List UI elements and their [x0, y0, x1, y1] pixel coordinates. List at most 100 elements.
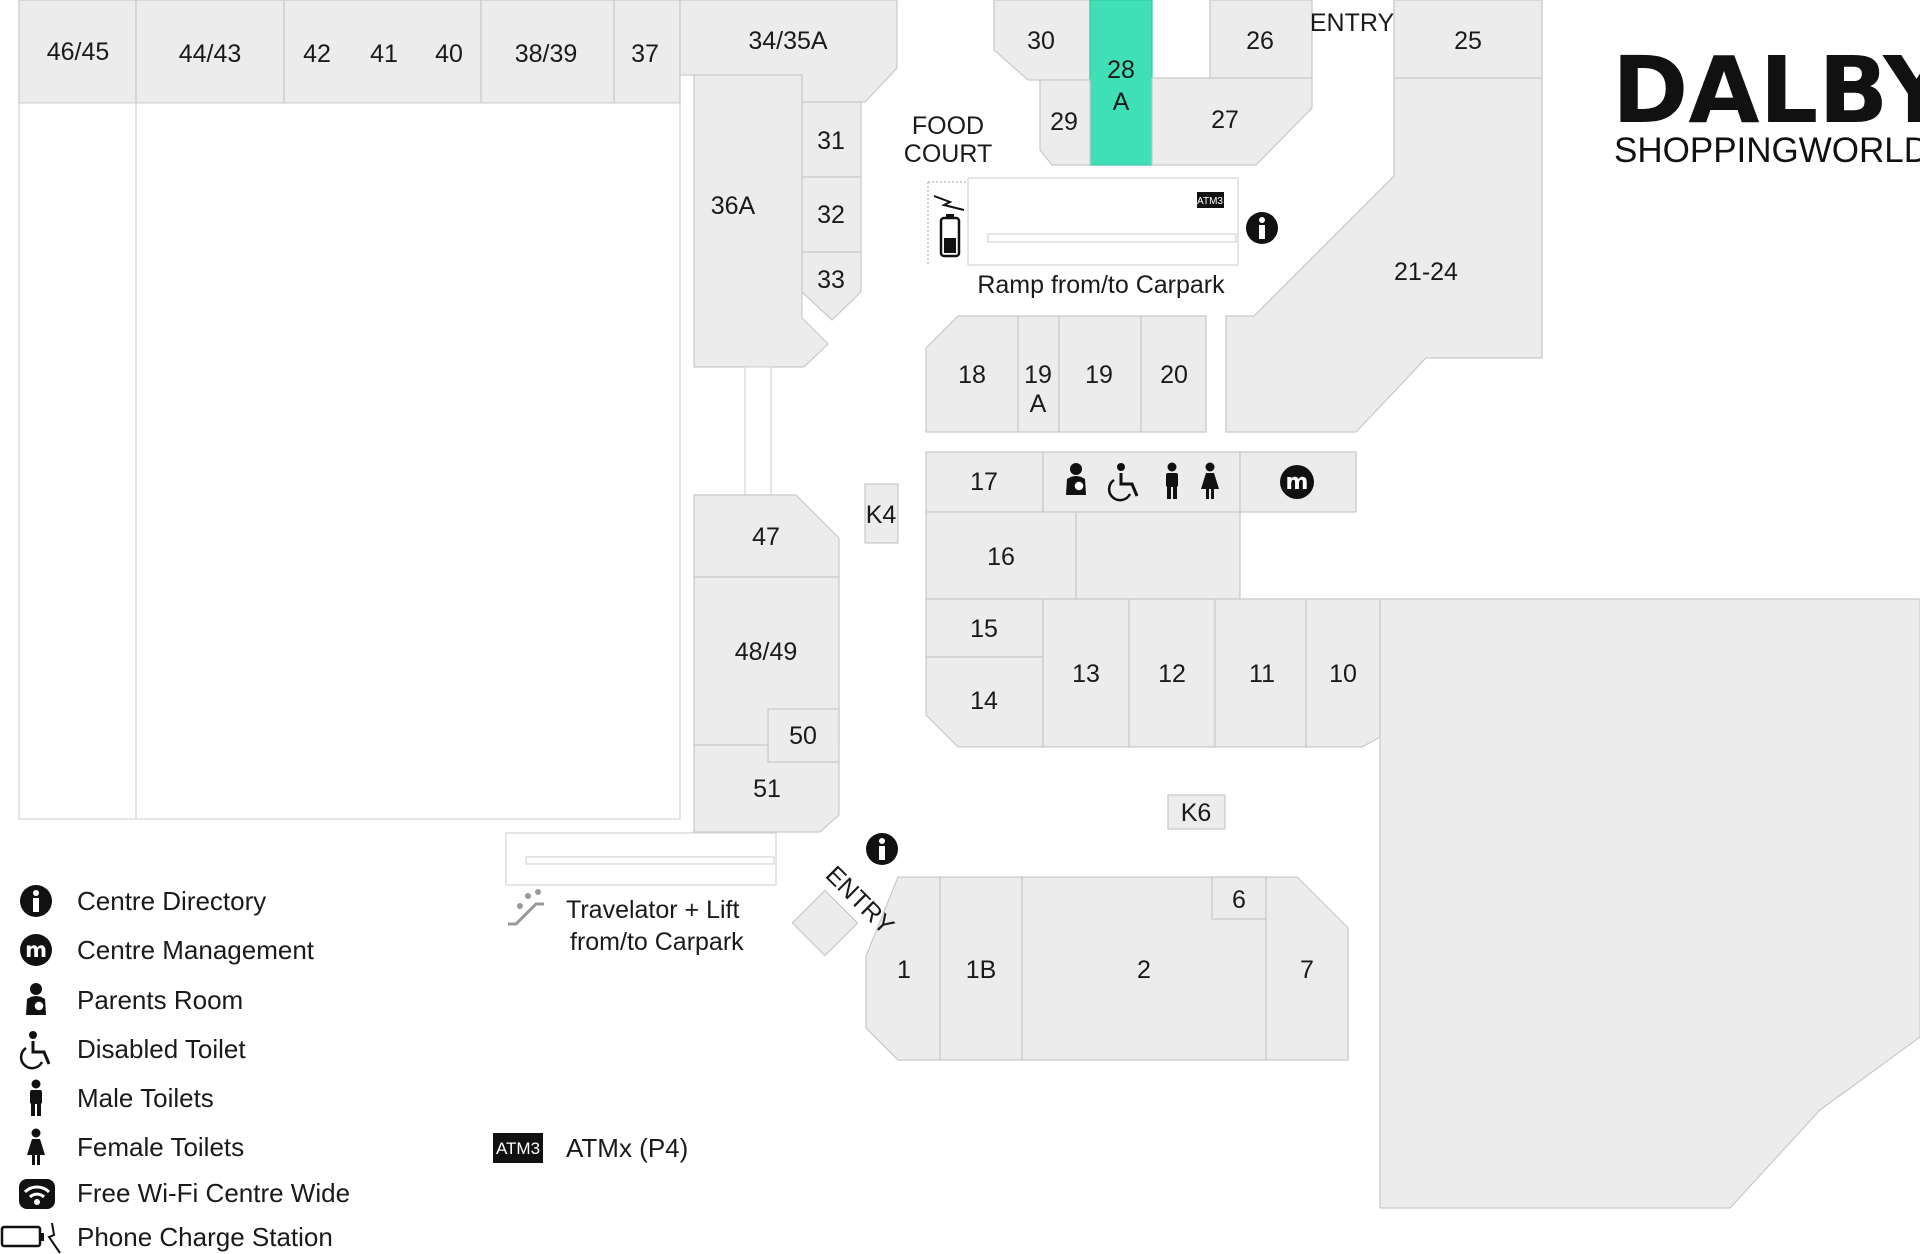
entry-vestibule — [791, 889, 859, 957]
label-51: 51 — [753, 775, 781, 803]
wifi-icon — [19, 1179, 55, 1209]
legend-label: Phone Charge Station — [77, 1222, 333, 1252]
shop-26[interactable] — [1209, 0, 1313, 79]
label-33: 33 — [817, 266, 845, 294]
shop-27[interactable] — [1151, 77, 1313, 166]
shop-15[interactable] — [925, 598, 1044, 658]
atm-badge-text: ATM3 — [496, 1139, 540, 1158]
label-29: 29 — [1050, 108, 1078, 136]
kiosk-k4[interactable] — [864, 483, 899, 544]
label-21-24: 21-24 — [1394, 258, 1458, 286]
shop-17[interactable] — [925, 451, 1044, 513]
label-38-39: 38/39 — [515, 40, 578, 68]
label-41: 41 — [370, 40, 398, 68]
shop-19[interactable] — [1058, 315, 1142, 433]
shop-11[interactable] — [1214, 598, 1307, 748]
label-15: 15 — [970, 615, 998, 643]
shop-14[interactable] — [925, 656, 1044, 748]
label-50: 50 — [789, 722, 817, 750]
label-30: 30 — [1027, 27, 1055, 55]
shop-13[interactable] — [1042, 598, 1130, 748]
shop-47[interactable] — [693, 494, 840, 578]
shop-20[interactable] — [1140, 315, 1207, 433]
shop-51[interactable] — [693, 744, 840, 833]
legend-item-atm: ATM3 ATMx (P4) — [493, 1133, 688, 1163]
label-13: 13 — [1072, 660, 1100, 688]
label-31: 31 — [817, 127, 845, 155]
corridor — [744, 366, 772, 496]
shop-37[interactable] — [613, 0, 681, 104]
label-47: 47 — [752, 523, 780, 551]
legend-label: Disabled Toilet — [77, 1034, 246, 1064]
label-32: 32 — [817, 201, 845, 229]
travelator-label-1: Travelator + Lift — [566, 896, 740, 924]
label-1b: 1B — [966, 956, 997, 984]
label-40: 40 — [435, 40, 463, 68]
female-toilet-icon[interactable] — [1201, 462, 1219, 500]
legend-item-phone-charge: Phone Charge Station — [0, 1222, 333, 1254]
management-icon[interactable]: m — [1280, 465, 1314, 499]
label-10: 10 — [1329, 660, 1357, 688]
label-18: 18 — [958, 361, 986, 389]
shop-46-45[interactable] — [18, 0, 137, 104]
management-glyph: m — [1286, 470, 1309, 495]
label-25: 25 — [1454, 27, 1482, 55]
legend: Centre Directory m Centre Management Par… — [0, 885, 688, 1254]
shop-44-43[interactable] — [135, 0, 285, 104]
parents-room-icon[interactable] — [1066, 463, 1086, 495]
disabled-toilet-icon[interactable] — [1107, 463, 1139, 502]
legend-label: Centre Management — [77, 935, 315, 965]
anchor-tenancy-right[interactable] — [1379, 598, 1920, 1209]
label-44-43: 44/43 — [179, 40, 242, 68]
shop-10[interactable] — [1305, 598, 1381, 748]
logo-title: DALBY — [1612, 37, 1920, 144]
label-37: 37 — [631, 40, 659, 68]
legend-label: ATMx (P4) — [566, 1133, 688, 1163]
label-36a: 36A — [711, 192, 756, 220]
shop-1b[interactable] — [939, 876, 1023, 1061]
label-48-49: 48/49 — [735, 638, 798, 666]
shop-36a[interactable] — [693, 74, 829, 368]
legend-label: Male Toilets — [77, 1083, 214, 1113]
legend-label: Free Wi-Fi Centre Wide — [77, 1178, 350, 1208]
male-toilet-icon[interactable] — [1166, 462, 1178, 500]
shop-28a-highlighted[interactable] — [1089, 0, 1153, 166]
shop-38-39[interactable] — [480, 0, 615, 104]
info-icon[interactable] — [1246, 212, 1278, 244]
info-icon — [20, 885, 52, 917]
escalator-icon[interactable] — [508, 889, 544, 926]
female-toilet-icon — [27, 1128, 45, 1165]
male-toilet-icon — [30, 1079, 42, 1116]
atm-badge-icon[interactable]: ATM3 — [1197, 192, 1224, 208]
label-19a-bottom: A — [1030, 390, 1047, 418]
shop-12[interactable] — [1128, 598, 1216, 748]
management-glyph: m — [25, 938, 47, 962]
legend-item-male-toilets: Male Toilets — [30, 1079, 214, 1116]
shop-33[interactable] — [801, 251, 862, 321]
shop-7[interactable] — [1265, 876, 1349, 1061]
kiosk-k6[interactable] — [1167, 794, 1226, 830]
shop-42-41-40[interactable] — [283, 0, 482, 104]
atm-badge-icon — [493, 1133, 543, 1163]
ramp-label: Ramp from/to Carpark — [977, 271, 1225, 299]
label-12: 12 — [1158, 660, 1186, 688]
phone-charge-icon[interactable] — [933, 195, 965, 258]
label-19a-top: 19 — [1024, 361, 1052, 389]
shop-50[interactable] — [767, 708, 840, 763]
legend-item-wifi: Free Wi-Fi Centre Wide — [19, 1178, 350, 1209]
shop-32[interactable] — [801, 176, 862, 253]
phone-charge-icon — [0, 1222, 61, 1254]
shop-29[interactable] — [1039, 79, 1091, 166]
shop-21-24[interactable] — [1225, 77, 1543, 433]
shop-16[interactable] — [925, 511, 1077, 600]
shop-25[interactable] — [1393, 0, 1543, 79]
label-7: 7 — [1300, 956, 1314, 984]
shop-16-annex — [1075, 511, 1241, 600]
shop-19a[interactable] — [1017, 315, 1060, 433]
legend-item-parents-room: Parents Room — [26, 983, 243, 1015]
label-27: 27 — [1211, 106, 1239, 134]
legend-item-centre-directory: Centre Directory — [20, 885, 266, 917]
label-k4: K4 — [866, 501, 897, 529]
info-icon[interactable] — [866, 833, 898, 865]
